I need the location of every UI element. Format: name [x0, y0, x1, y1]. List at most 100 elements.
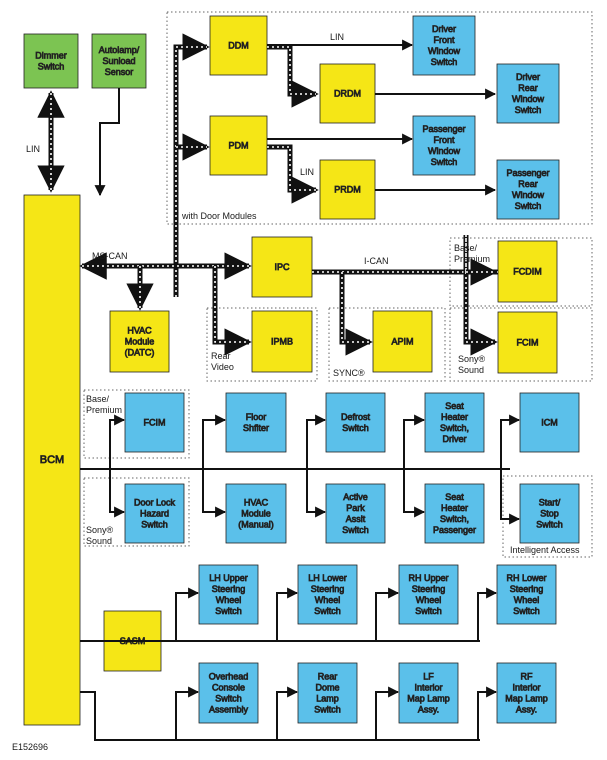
active-park-rect [325, 483, 386, 544]
hvac-manual-rect [225, 483, 287, 544]
base-premium-top-label-2: Premium [454, 254, 490, 264]
hvac-datc-rect [109, 310, 170, 373]
seat-driver-rect [424, 392, 485, 453]
intelligent-access-label: Intelligent Access [510, 545, 580, 555]
autolamp-label-line: Sensor [105, 67, 134, 77]
icm-box: ICM [519, 392, 580, 453]
lh-lower-label-line: LH Lower [308, 573, 347, 583]
lin-ddm-label: LIN [330, 32, 344, 42]
start-stop-label-line: Switch [536, 520, 563, 530]
dimmer-label-line: Dimmer [35, 51, 67, 61]
rear-video-frame [206, 307, 318, 382]
sync-frame [328, 307, 446, 382]
data-buses [37, 33, 498, 356]
base-premium-mid-frame [83, 389, 190, 459]
lh-lower-label-line: Switch [314, 606, 341, 616]
seat-driver-label-line: Switch, [440, 423, 469, 433]
lh-upper-label-line: Steering [212, 584, 246, 594]
module-boxes: DimmerSwitchAutolamp/SunloadSensorBCMDDM… [23, 15, 580, 726]
pdm-box: PDM [209, 115, 268, 176]
seat-driver-label-line: Heater [441, 412, 468, 422]
door-lock-label-line: Switch [141, 520, 168, 530]
defrost-label-line: Defrost [341, 412, 371, 422]
drdm-rect [319, 63, 376, 124]
lin-pdm-label: LIN [300, 167, 314, 177]
sony-top-frame [449, 307, 593, 382]
dotted-group-frames [83, 11, 593, 558]
bus-line [173, 33, 210, 297]
rh-upper-label-line: Steering [412, 584, 446, 594]
rh-upper-label-line: Switch [415, 606, 442, 616]
seat-pass-label-line: Switch, [440, 514, 469, 524]
rear-video-label-1: Rear [211, 351, 231, 361]
floor-shifter-label-line: Shfiter [243, 423, 269, 433]
bus-line-dots [267, 46, 316, 95]
sony-top-label-1: Sony® [458, 354, 486, 364]
driver-front-label-line: Front [433, 35, 455, 45]
prdm-box: PRDM [319, 159, 376, 220]
rh-upper-label-line: RH Upper [408, 573, 448, 583]
rear-dome-label-line: Lamp [316, 694, 339, 704]
active-park-label-line: Active [343, 492, 368, 502]
rear-dome-label-line: Dome [315, 683, 339, 693]
lh-lower-rect [297, 564, 358, 625]
pdm-label-line: PDM [229, 141, 249, 151]
pass-front-rect [412, 115, 476, 176]
seat-pass-label-line: Heater [441, 503, 468, 513]
rf-map-label-line: Interior [512, 683, 540, 693]
driver-rear-label-line: Driver [516, 72, 540, 82]
rf-map-label-line: Map Lamp [505, 694, 548, 704]
lf-map-rect [398, 662, 459, 724]
ipmb-rect [251, 310, 313, 373]
apim-label-line: APIM [391, 337, 413, 347]
bus-line [212, 266, 252, 356]
hvac-datc-label-line: Module [125, 337, 155, 347]
prdm-label-line: PRDM [334, 185, 361, 195]
pass-rear-label-line: Rear [518, 179, 538, 189]
ddm-box: DDM [209, 15, 268, 76]
driver-rear-label-line: Switch [515, 105, 542, 115]
driver-front-rect [412, 15, 476, 76]
start-stop-label-line: Start/ [539, 498, 561, 508]
fcim-mid-label-line: FCIM [144, 418, 166, 428]
rear-dome-label-line: Rear [318, 672, 338, 682]
fcdim-label-line: FCDIM [513, 267, 542, 277]
fcim-mid-rect [124, 392, 185, 453]
rear-dome-rect [297, 662, 358, 724]
active-park-label-line: Switch [342, 525, 369, 535]
prdm-rect [319, 159, 376, 220]
dimmer-label-line: Switch [38, 62, 65, 72]
driver-rear-rect [496, 63, 560, 124]
lh-lower-label-line: Steering [311, 584, 345, 594]
ipc-label-line: IPC [274, 262, 290, 272]
apim-rect [372, 310, 433, 373]
pass-front-label-line: Front [433, 135, 455, 145]
pass-rear-label-line: Window [512, 190, 545, 200]
driver-front-label-line: Window [428, 46, 461, 56]
floor-shifter-rect [225, 392, 287, 453]
fcim-mid-box: FCIM [124, 392, 185, 453]
bcm-box: BCM [23, 194, 81, 726]
bus-line-dots [214, 266, 249, 343]
autolamp-label-line: Sunload [102, 56, 135, 66]
overhead-label-line: Overhead [209, 672, 249, 682]
driver-rear-label-line: Window [512, 94, 545, 104]
rh-lower-label-line: Steering [510, 584, 544, 594]
pass-front-label-line: Switch [431, 157, 458, 167]
ipc-box: IPC [251, 236, 313, 298]
fcim-top-rect [497, 311, 558, 374]
bcm-rect [23, 194, 81, 726]
i-can-label: I-CAN [364, 256, 389, 266]
seat-driver-label-line: Seat [445, 401, 464, 411]
fcim-top-box: FCIM [497, 311, 558, 374]
